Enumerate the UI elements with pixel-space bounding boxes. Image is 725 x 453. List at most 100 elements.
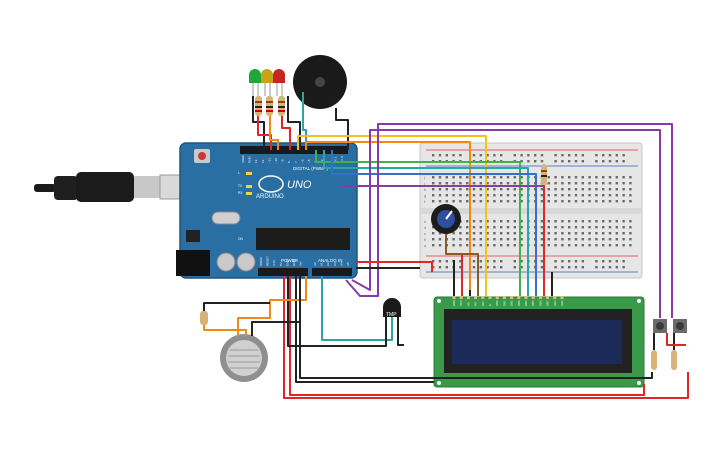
breadboard-row-letter: i [424, 181, 425, 186]
lcd-pin-label: DB5 [531, 300, 535, 306]
analog-pin-label: A1 [320, 262, 324, 266]
lcd-pin [553, 296, 557, 299]
led-group [249, 69, 285, 116]
analog-pin-label: A4 [339, 262, 343, 266]
gas-sensor-resistor [200, 311, 208, 325]
lcd-pin [474, 296, 478, 299]
digital-pin-label: 8 [287, 161, 291, 163]
lcd-pin [531, 296, 535, 299]
lcd-pin-label: RW [481, 301, 485, 306]
lcd-pin [546, 296, 550, 299]
power-pin-label: Vin [299, 261, 303, 266]
usb-cable [34, 172, 201, 202]
lcd-pin [459, 296, 463, 299]
breadboard-row-letter: e [424, 219, 427, 224]
power-pin-label: IOREF [259, 257, 263, 266]
lcd-pin-label: LED [553, 301, 557, 306]
digital-pin-label: AREF [241, 155, 245, 163]
analog-pin-label: A2 [326, 262, 330, 266]
digital-header-label: DIGITAL (PWM~) [293, 166, 328, 171]
breadboard-row-letter: c [424, 231, 426, 236]
lcd-pin-label: DB6 [538, 300, 542, 306]
temperature-sensor: TMP [383, 298, 401, 318]
push-button-1[interactable] [653, 319, 667, 333]
board-model-label: UNO [287, 179, 312, 191]
lcd-pin-label: DB3 [517, 300, 521, 306]
digital-pin-label: ~10 [274, 158, 278, 163]
digital-pin-label: 12 [261, 159, 265, 163]
microcontroller-chip [256, 228, 350, 250]
digital-pin-label: ~5 [307, 159, 311, 163]
yellow-led [261, 69, 273, 83]
analog-header [312, 268, 352, 276]
green-led [249, 69, 261, 83]
digital-pin-label: RX 0 [340, 156, 344, 163]
power-pin-label: GND [292, 259, 296, 267]
lcd-pin-label: GND [452, 300, 456, 306]
wires [203, 92, 689, 399]
power-pin-label: RESET [266, 256, 270, 266]
board-led-label: RX [238, 191, 243, 195]
digital-pin-label: 13 [254, 159, 258, 163]
breadboard-row-letter: d [424, 225, 426, 230]
analog-header-label: ANALOG IN [318, 258, 343, 263]
lcd-pin [560, 296, 564, 299]
lcd-pin [488, 296, 492, 299]
lcd-pin-label: VCC [459, 300, 463, 306]
digital-header [240, 146, 348, 154]
breadboard-row-letter: a [424, 243, 427, 248]
arduino-board: ARDUINO UNO DIGITAL (PWM~) POWER ANALOG … [176, 142, 358, 279]
analog-pin-label: A0 [313, 262, 317, 266]
power-header [258, 268, 308, 276]
lcd-pin-label: E [488, 304, 492, 306]
board-led-label: L [238, 171, 240, 175]
power-pin-label: 3.3V [272, 260, 276, 266]
breadboard-row-letter: f [424, 199, 426, 204]
breadboard-row-letter: b [424, 237, 427, 242]
lcd-pin [538, 296, 542, 299]
digital-pin-label: TX 1 [333, 156, 337, 163]
temp-sensor-label: TMP [386, 312, 397, 318]
push-button-2[interactable] [673, 319, 687, 333]
lcd-pin [495, 296, 499, 299]
breadboard-row-letter: j [423, 175, 425, 180]
lcd-pin [510, 296, 514, 299]
analog-pin-label: A5 [346, 262, 350, 266]
digital-pin-label: ~11 [267, 158, 271, 163]
lcd-pin-label: DB1 [502, 300, 506, 306]
power-jack [176, 250, 210, 276]
lcd-pin [466, 296, 470, 299]
power-pin-label: 5V [279, 262, 283, 266]
button-resistor-1 [651, 350, 657, 370]
red-led [273, 69, 285, 83]
lcd-pin [502, 296, 506, 299]
power-pin-label: GND [285, 259, 289, 267]
digital-pin-label: ~6 [300, 159, 304, 163]
lcd-pin-label: RS [474, 302, 478, 306]
potentiometer[interactable] [431, 204, 461, 234]
breadboard-row-letter: g [424, 193, 426, 198]
lcd-pin-label: DB2 [510, 300, 514, 306]
digital-pin-label: 7 [294, 161, 298, 163]
lcd-pin [524, 296, 528, 299]
lcd-pin-label: V0 [466, 302, 470, 306]
digital-pin-label: ~9 [281, 159, 285, 163]
piezo-buzzer [293, 55, 347, 109]
lcd-pin-label: DB0 [495, 300, 499, 306]
digital-pin-label: GND [248, 156, 252, 164]
board-led-label: TX [238, 184, 243, 188]
gas-sensor [220, 334, 268, 382]
lcd-pin [481, 296, 485, 299]
lcd-screen [452, 320, 622, 364]
lcd-pin-label: DB7 [546, 300, 550, 306]
board-led-label: ON [238, 237, 243, 241]
analog-pin-label: A3 [333, 262, 337, 266]
board-brand-label: ARDUINO [256, 194, 284, 200]
power-header-label: POWER [281, 258, 299, 263]
button-resistor-2 [671, 350, 677, 370]
lcd-pin-label: LED [560, 301, 564, 306]
breadboard-row-letter: h [424, 187, 426, 192]
